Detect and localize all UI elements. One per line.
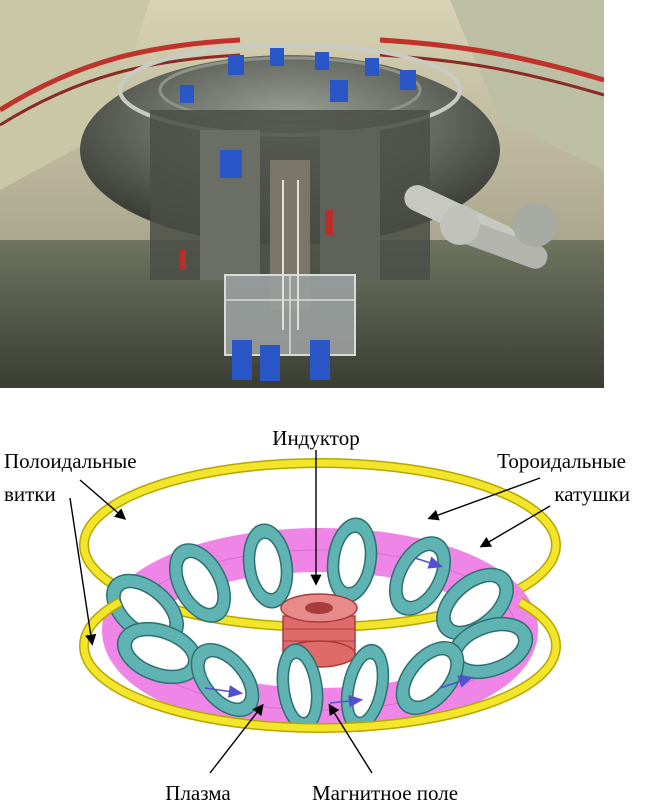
tokamak-schematic: Индуктор Полоидальные витки Тороидальные… (4, 426, 630, 805)
label-toroidal-line1: Тороидальные (497, 449, 626, 473)
plasma-leader (209, 703, 264, 774)
toroidal-coils-front (106, 567, 534, 733)
poloidal-coil-lower (78, 597, 562, 733)
label-magnetic-field: Магнитное поле (312, 781, 458, 805)
tokamak-photo-drawing (0, 0, 604, 388)
label-toroidal-line2: катушки (554, 482, 630, 506)
label-inductor: Индуктор (272, 426, 359, 450)
label-poloidal-line1: Полоидальные (4, 449, 137, 473)
toroidal-coil (242, 523, 294, 609)
poloidal-leader-upper (79, 479, 127, 520)
toroidal-coil (116, 621, 204, 685)
toroidal-coils-back (168, 517, 452, 623)
toroidal-leader-lower (479, 505, 551, 548)
toroidal-leader-upper (427, 477, 541, 521)
magnetic-field-arrows (204, 556, 474, 708)
magnetic-field-leader (328, 703, 373, 774)
toroidal-coil (276, 643, 324, 733)
toroidal-coil (326, 517, 378, 603)
label-poloidal-line2: витки (4, 482, 56, 506)
toroidal-coil (340, 643, 390, 733)
tokamak-photo (0, 0, 604, 388)
toroidal-coil (446, 616, 534, 680)
tokamak-diagram: Индуктор Полоидальные витки Тороидальные… (0, 388, 657, 805)
label-plasma: Плазма (165, 781, 231, 805)
toroidal-coil (395, 640, 465, 716)
leader-lines (69, 450, 551, 774)
toroidal-coil (168, 543, 232, 623)
poloidal-leader-lower (69, 497, 97, 646)
